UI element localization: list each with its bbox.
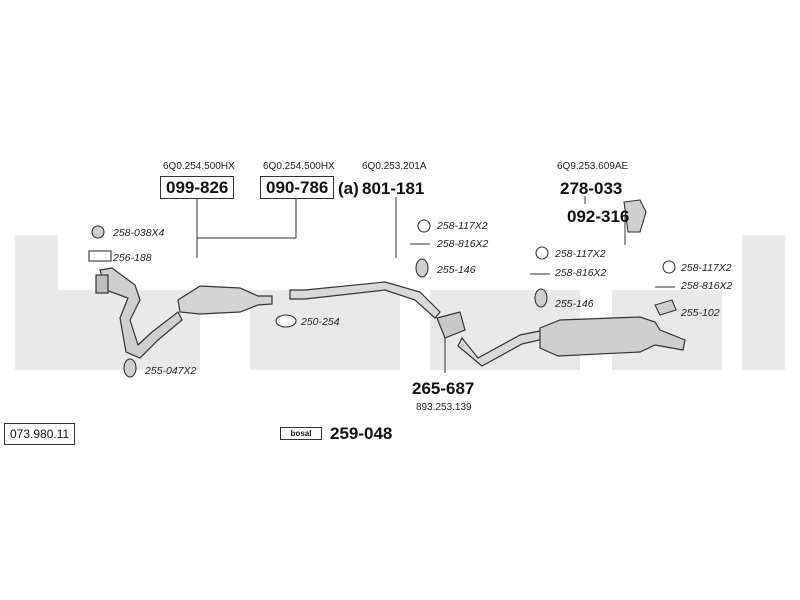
- part-number-2[interactable]: 090-786: [260, 176, 335, 199]
- oem-number-4: 6Q9.253.609AE: [557, 161, 629, 172]
- clamp-250-254-icon: [275, 314, 297, 328]
- small-part-2[interactable]: 256-188: [113, 252, 152, 264]
- nut-258-117-icon-c: [662, 260, 676, 274]
- center-joint: [436, 311, 466, 339]
- center-part-number[interactable]: 265-687: [412, 379, 475, 398]
- rear-muffler: [539, 316, 686, 357]
- manifold-assembly: [95, 267, 183, 359]
- part-number-4[interactable]: 278-033: [560, 179, 623, 198]
- bosal-logo: bosal: [280, 427, 322, 440]
- small-part-9[interactable]: 258-816X2: [555, 267, 607, 279]
- small-part-13[interactable]: 255-102: [681, 307, 720, 319]
- nut-258-117-icon-b: [535, 246, 549, 260]
- rubber-255-047-icon: [123, 358, 137, 378]
- small-part-8[interactable]: 258-117X2: [555, 248, 606, 260]
- gasket-256-188-icon: [88, 250, 112, 262]
- diagram-reference: 073.980.11: [4, 423, 76, 445]
- hardware-icons: [88, 199, 677, 378]
- rubber-255-146-icon-b: [534, 288, 548, 308]
- small-part-1[interactable]: 258-038X4: [113, 227, 165, 239]
- leader-lines: [196, 196, 626, 373]
- small-part-4[interactable]: 255-047X2: [145, 365, 197, 377]
- small-part-11[interactable]: 258-117X2: [681, 262, 732, 274]
- bracket-092-316-icon: [623, 199, 647, 233]
- nut-258-117-icon-a: [417, 219, 431, 233]
- rubber-255-102-icon: [654, 299, 677, 316]
- part-number-2-suffix: (a): [338, 179, 359, 198]
- small-part-5[interactable]: 258-117X2: [437, 220, 488, 232]
- oem-number-1: 6Q0.254.500HX: [163, 161, 235, 172]
- small-part-7[interactable]: 255-146: [437, 264, 476, 276]
- gasket-258-038-icon: [91, 225, 105, 239]
- small-part-12[interactable]: 258-816X2: [681, 280, 733, 292]
- center-oem-number: 893.253.139: [416, 402, 472, 413]
- small-part-3[interactable]: 250-254: [301, 316, 340, 328]
- part-number-1[interactable]: 099-826: [160, 176, 235, 199]
- oem-number-2: 6Q0.254.500HX: [263, 161, 335, 172]
- oem-number-3: 6Q0.253.201A: [362, 161, 427, 172]
- front-pipe: [289, 281, 441, 319]
- small-part-10[interactable]: 255-146: [555, 298, 594, 310]
- catalytic-converter: [177, 285, 273, 315]
- small-part-6[interactable]: 258-816X2: [437, 238, 489, 250]
- part-number-3[interactable]: 801-181: [362, 179, 425, 198]
- bracket-part-number[interactable]: 092-316: [567, 207, 630, 226]
- kit-part-number[interactable]: 259-048: [330, 424, 393, 443]
- rubber-255-146-icon-a: [415, 258, 429, 278]
